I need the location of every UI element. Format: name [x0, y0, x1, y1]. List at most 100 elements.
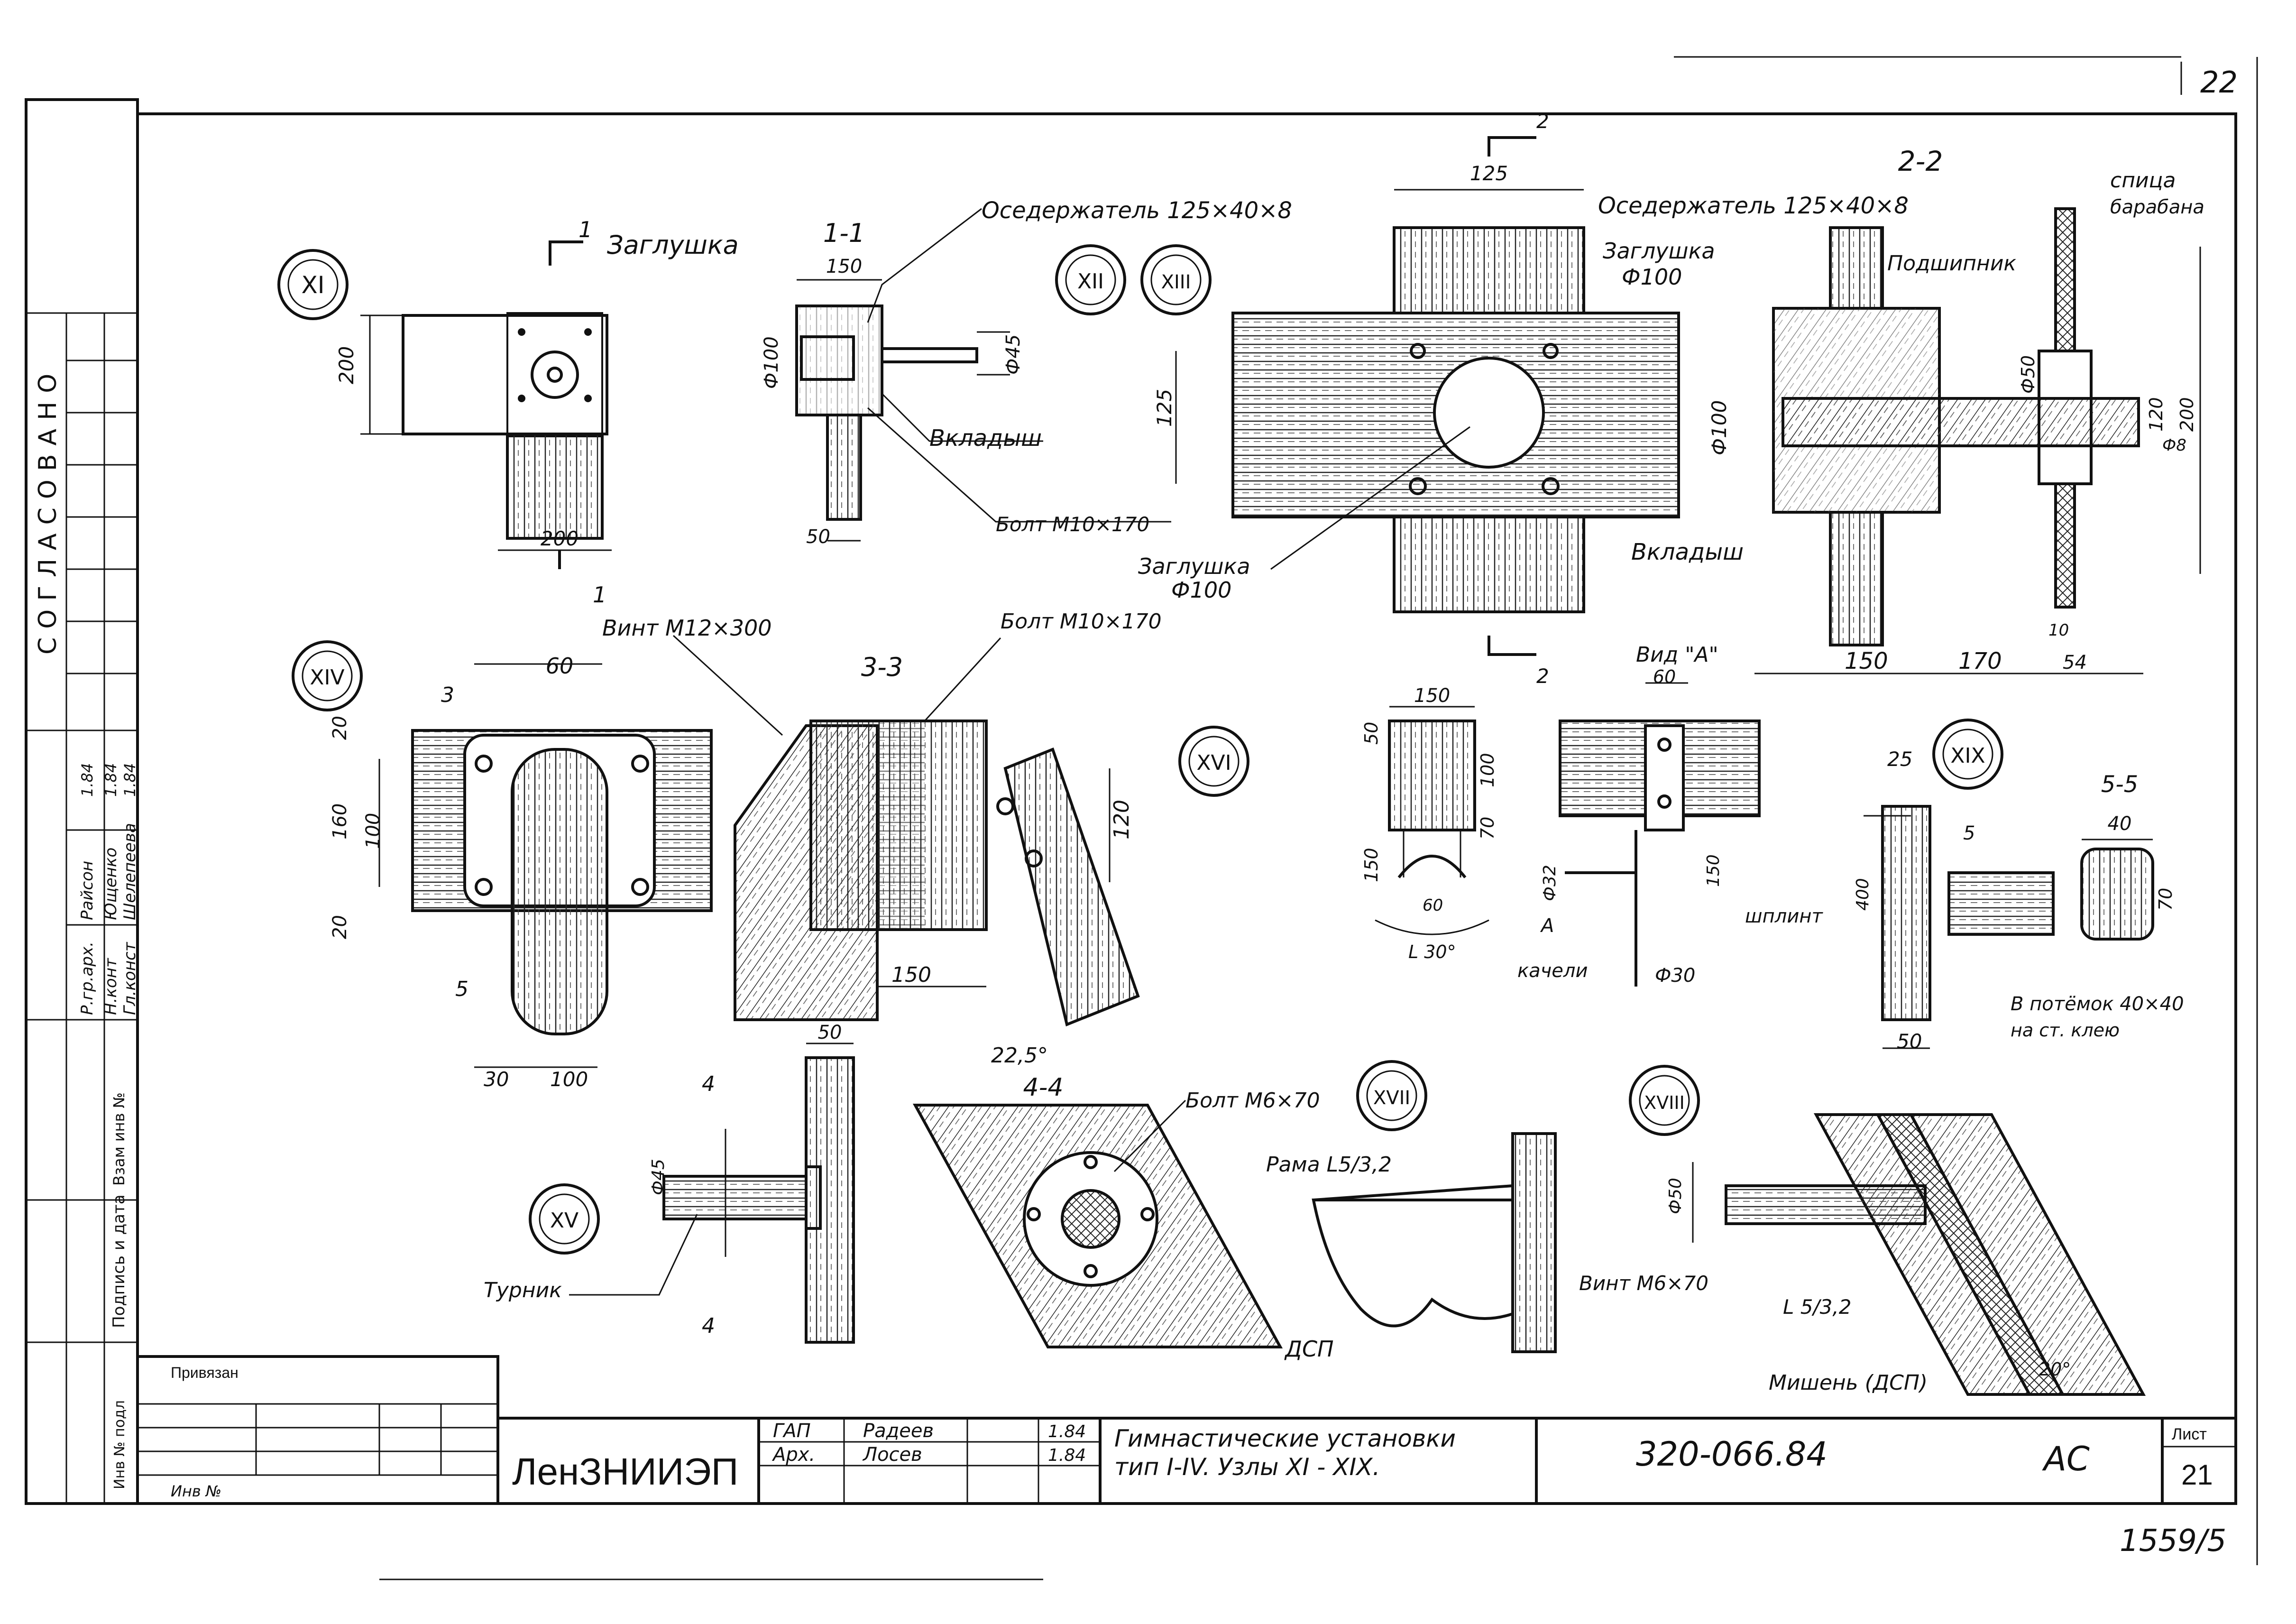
node-xix-drawing	[1864, 805, 2154, 1049]
dim-150c-s3: 150	[891, 963, 931, 987]
dim-100e-xvi: 100	[1477, 753, 1498, 787]
dim-f45b-xv: Ф45	[649, 1159, 668, 1195]
dim-120b-s3: 120	[1110, 800, 1134, 840]
node-xvii-label: XVII	[1373, 1087, 1410, 1109]
name-arh: Лосев	[862, 1444, 922, 1466]
left-role-2: Н.конт	[101, 958, 120, 1015]
dim-f50f-xviii: Ф50	[1666, 1178, 1685, 1214]
sheet-no: 21	[2181, 1459, 2213, 1491]
approval-label: СОГЛАСОВАНО	[34, 365, 62, 655]
corner-number: 22	[2200, 65, 2238, 100]
title-line-1: Гимнастические установки	[1114, 1425, 1456, 1452]
node-xvi-label: XVI	[1196, 751, 1231, 775]
dim-150d-xvi: 150	[1414, 685, 1450, 707]
dim-100d-xiv: 100	[550, 1068, 588, 1091]
cut-3-xiv: 3	[441, 683, 454, 707]
node-xvi-drawing	[1375, 706, 1489, 935]
section-3-3-title: 3-3	[861, 652, 903, 682]
dim-25-xix: 25	[1887, 747, 1912, 771]
label-zaglushka-1: Заглушка	[607, 230, 739, 260]
inv-replace-label: Взам инв №	[110, 1092, 128, 1186]
node-xv-label: XV	[550, 1209, 579, 1233]
node-xii-label: XII	[1077, 269, 1104, 294]
dim-125-side: 125	[1153, 389, 1176, 427]
dim-45-s1: Ф45	[1002, 334, 1024, 375]
dim-170-s2: 170	[1958, 648, 2002, 674]
node-xi-drawing	[360, 312, 612, 551]
dim-f100-s2: Ф100	[1708, 400, 1731, 455]
label-vkladysh-2: Вкладыш	[1631, 539, 1744, 565]
dim-10-s2: 10	[2048, 621, 2069, 640]
label-turnik: Турник	[484, 1278, 562, 1302]
label-rama: Рама L5/3,2	[1266, 1153, 1392, 1177]
dim-150e-xvi: 150	[1361, 848, 1382, 882]
left-date-2: 1.84	[102, 763, 120, 797]
label-podshipnik: Подшипник	[1887, 251, 2016, 276]
node-xix-label: XIX	[1950, 744, 1985, 768]
node-xviii-label: XVIII	[1644, 1092, 1685, 1113]
node-xiii-label: XIII	[1161, 271, 1191, 293]
dim-100-s1: Ф100	[761, 336, 782, 389]
signature-date-label: Подпись и дата	[110, 1194, 129, 1328]
dim-40-s5: 40	[2108, 813, 2132, 835]
cut-5-xix: 5	[1963, 822, 1975, 844]
dim-20deg-xviii: 20°	[2039, 1359, 2071, 1380]
dim-225-s3: 22,5°	[991, 1043, 1048, 1068]
section-4-4-title: 4-4	[1023, 1073, 1064, 1102]
section-1-1-drawing	[795, 279, 1010, 542]
cut-4-bottom: 4	[702, 1314, 715, 1338]
dim-400-xix: 400	[1853, 878, 1873, 911]
node-xii-xiii-drawing	[1175, 189, 1680, 613]
name-gap: Радеев	[863, 1420, 934, 1442]
inv-orig-label: Инв № подл	[111, 1400, 128, 1489]
section-5-5-title: 5-5	[2101, 771, 2138, 798]
left-name-3: Шелепеева	[120, 823, 139, 920]
left-role-3: Гл.конст	[120, 941, 139, 1015]
node-xvii-drawing	[1312, 1132, 1557, 1353]
left-date-3: 1.84	[121, 763, 139, 797]
label-zaglushka-2: Заглушка	[1603, 238, 1715, 264]
dim-200-s2: 200	[2177, 397, 2197, 432]
left-name-1: Райсон	[78, 861, 97, 920]
dim-54-s2: 54	[2063, 652, 2087, 674]
label-bolt-m10-1: Болт М10×170	[996, 513, 1149, 536]
left-role-1: Р.гр.арх.	[78, 941, 97, 1015]
label-bolt-m10-2: Болт М10×170	[1001, 609, 1162, 634]
dim-30deg-xvi: L 30°	[1408, 941, 1456, 962]
label-vint-m6: Винт М6×70	[1579, 1272, 1708, 1295]
project-code: 320-066.84	[1636, 1435, 1828, 1474]
sheet-label: Лист	[2172, 1425, 2207, 1443]
section-3-3-drawing	[734, 720, 1140, 1027]
label-barabana: барабана	[2110, 196, 2204, 218]
node-xv-marker	[529, 1183, 600, 1255]
cut-1-top: 1	[579, 217, 592, 242]
date-arh: 1.84	[1048, 1446, 1086, 1465]
section-2-2-title: 2-2	[1898, 145, 1943, 177]
view-a-title: Вид "А"	[1636, 643, 1718, 667]
node-xvi-marker	[1178, 726, 1249, 797]
cut-2-bottom: 2	[1536, 664, 1549, 688]
node-xv-drawing	[662, 1043, 1283, 1348]
label-na-kleyu: на ст. клею	[2011, 1020, 2120, 1041]
arrow-a: А	[1540, 915, 1554, 937]
dim-100c-xiv: 100	[362, 813, 384, 849]
cut-5-xiv: 5	[455, 977, 468, 1001]
dim-160-xiv: 160	[329, 803, 351, 840]
cut-2-top: 2	[1536, 110, 1549, 133]
node-xiii-marker	[1140, 244, 1212, 315]
label-bolt-m6: Болт М6×70	[1185, 1089, 1320, 1113]
section-2-2-drawing	[1754, 207, 2201, 674]
inv-no-label: Инв №	[171, 1482, 221, 1500]
dim-f30-va: Ф30	[1655, 965, 1695, 987]
role-arh: Арх.	[771, 1444, 815, 1466]
dim-f50-s2: Ф50	[2018, 355, 2039, 394]
cut-1-bottom: 1	[593, 582, 606, 608]
cut-4-top: 4	[702, 1072, 715, 1096]
label-l5: L 5/3,2	[1783, 1295, 1851, 1319]
label-ozderzhatel-2: Оседержатель 125×40×8	[1598, 193, 1909, 219]
dim-150f-va: 150	[1704, 854, 1723, 887]
dim-150-s1: 150	[826, 256, 862, 277]
dim-60b-xvi: 60	[1423, 896, 1443, 915]
label-spitsa: спица	[2110, 168, 2176, 193]
bound-label: Привязан	[171, 1364, 239, 1381]
